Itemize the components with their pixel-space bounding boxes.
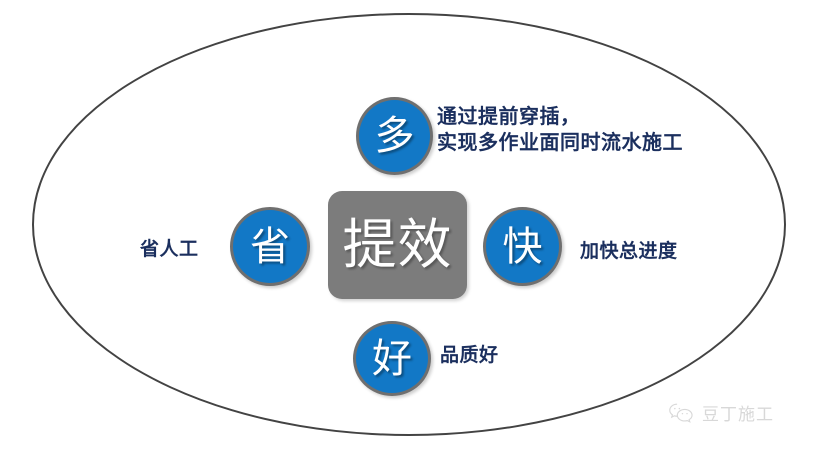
core-concept-label: 提效 [342, 215, 453, 275]
core-concept-box[interactable]: 提效 [328, 191, 467, 299]
node-circle-kuai[interactable]: 快 [483, 207, 562, 286]
wechat-icon [668, 402, 694, 424]
node-label-sheng: 省 [250, 224, 290, 269]
node-caption-sheng: 省人工 [140, 239, 199, 260]
node-label-kuai: 快 [502, 224, 543, 269]
node-caption-kuai: 加快总进度 [580, 241, 678, 262]
node-caption-duo: 通过提前穿插， 实现多作业面同时流水施工 [437, 106, 683, 155]
node-caption-hao: 品质好 [440, 345, 499, 366]
node-circle-duo[interactable]: 多 [356, 97, 433, 175]
watermark-text: 豆丁施工 [702, 405, 774, 424]
node-label-hao: 好 [372, 336, 412, 381]
watermark: 豆丁施工 [668, 400, 774, 425]
node-circle-hao[interactable]: 好 [353, 321, 431, 396]
node-label-duo: 多 [374, 114, 415, 158]
node-circle-sheng[interactable]: 省 [230, 207, 310, 286]
outer-ellipse-outline [32, 13, 786, 436]
